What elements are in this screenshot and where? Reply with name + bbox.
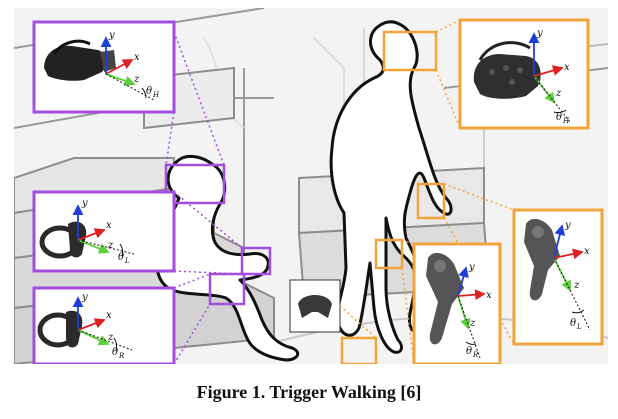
vive-controller-icon (524, 218, 560, 301)
figure-image: y x z θ H y x z θ L y x (14, 8, 608, 364)
axis-y-label: y (81, 198, 88, 209)
inset-headset-right: y x z θ H (458, 18, 590, 130)
theta-sub-h: H (152, 91, 160, 99)
inset-headset-left: y x z θ H (32, 20, 176, 114)
inset-controller-left: y x z θ L (32, 190, 176, 273)
theta-sub-l: L (124, 257, 130, 265)
theta-label: θ (112, 347, 118, 358)
axis-x-label: x (564, 62, 570, 73)
inset-controller-right: y x z θ R (32, 286, 176, 364)
axis-z-label: z (107, 332, 114, 343)
orange-connectors (339, 19, 515, 364)
inset-vive-controller-right: y x z θ R (412, 242, 502, 364)
axis-y-label: y (108, 30, 115, 41)
theta-label: θ (118, 252, 124, 263)
axis-z-label: z (573, 280, 580, 291)
figure-caption: Figure 1. Trigger Walking [6] (196, 382, 422, 402)
vive-tracker-icon (289, 279, 341, 333)
axis-y-label: y (81, 292, 88, 303)
standing-person (329, 20, 453, 354)
axis-x-label: x (106, 310, 112, 321)
axis-z-label: z (469, 318, 476, 329)
theta-label: θ (466, 346, 472, 357)
axis-z-label: z (107, 240, 114, 251)
axis-x-label: x (134, 52, 140, 63)
purple-connectors (165, 31, 243, 364)
theta-label: θ (570, 318, 576, 329)
theta-label: θ (556, 112, 562, 123)
theta-sub-l: L (576, 323, 582, 331)
axis-x-label: x (584, 246, 590, 257)
vr-headset-icon (44, 39, 116, 81)
axis-y-label: y (564, 220, 571, 231)
axis-y-label: y (468, 262, 475, 273)
theta-sub-r: R (472, 351, 479, 359)
vive-controller-icon (426, 252, 464, 345)
theta-label: θ (146, 86, 152, 97)
axis-y-label: y (536, 28, 543, 39)
purple-highlights (164, 163, 272, 306)
theta-sub-r: R (118, 352, 125, 360)
scene-illustration: y x z θ H y x z θ L y x (14, 8, 608, 364)
orange-highlights (340, 30, 446, 364)
axis-x-label: x (486, 290, 492, 301)
axis-z-label: z (555, 88, 562, 99)
axis-z-label: z (133, 74, 140, 85)
axis-x-label: x (106, 220, 112, 231)
inset-vive-controller-left: y x z θ L (512, 208, 604, 346)
theta-sub-h: H (562, 117, 570, 125)
vive-headset-icon (473, 41, 541, 99)
